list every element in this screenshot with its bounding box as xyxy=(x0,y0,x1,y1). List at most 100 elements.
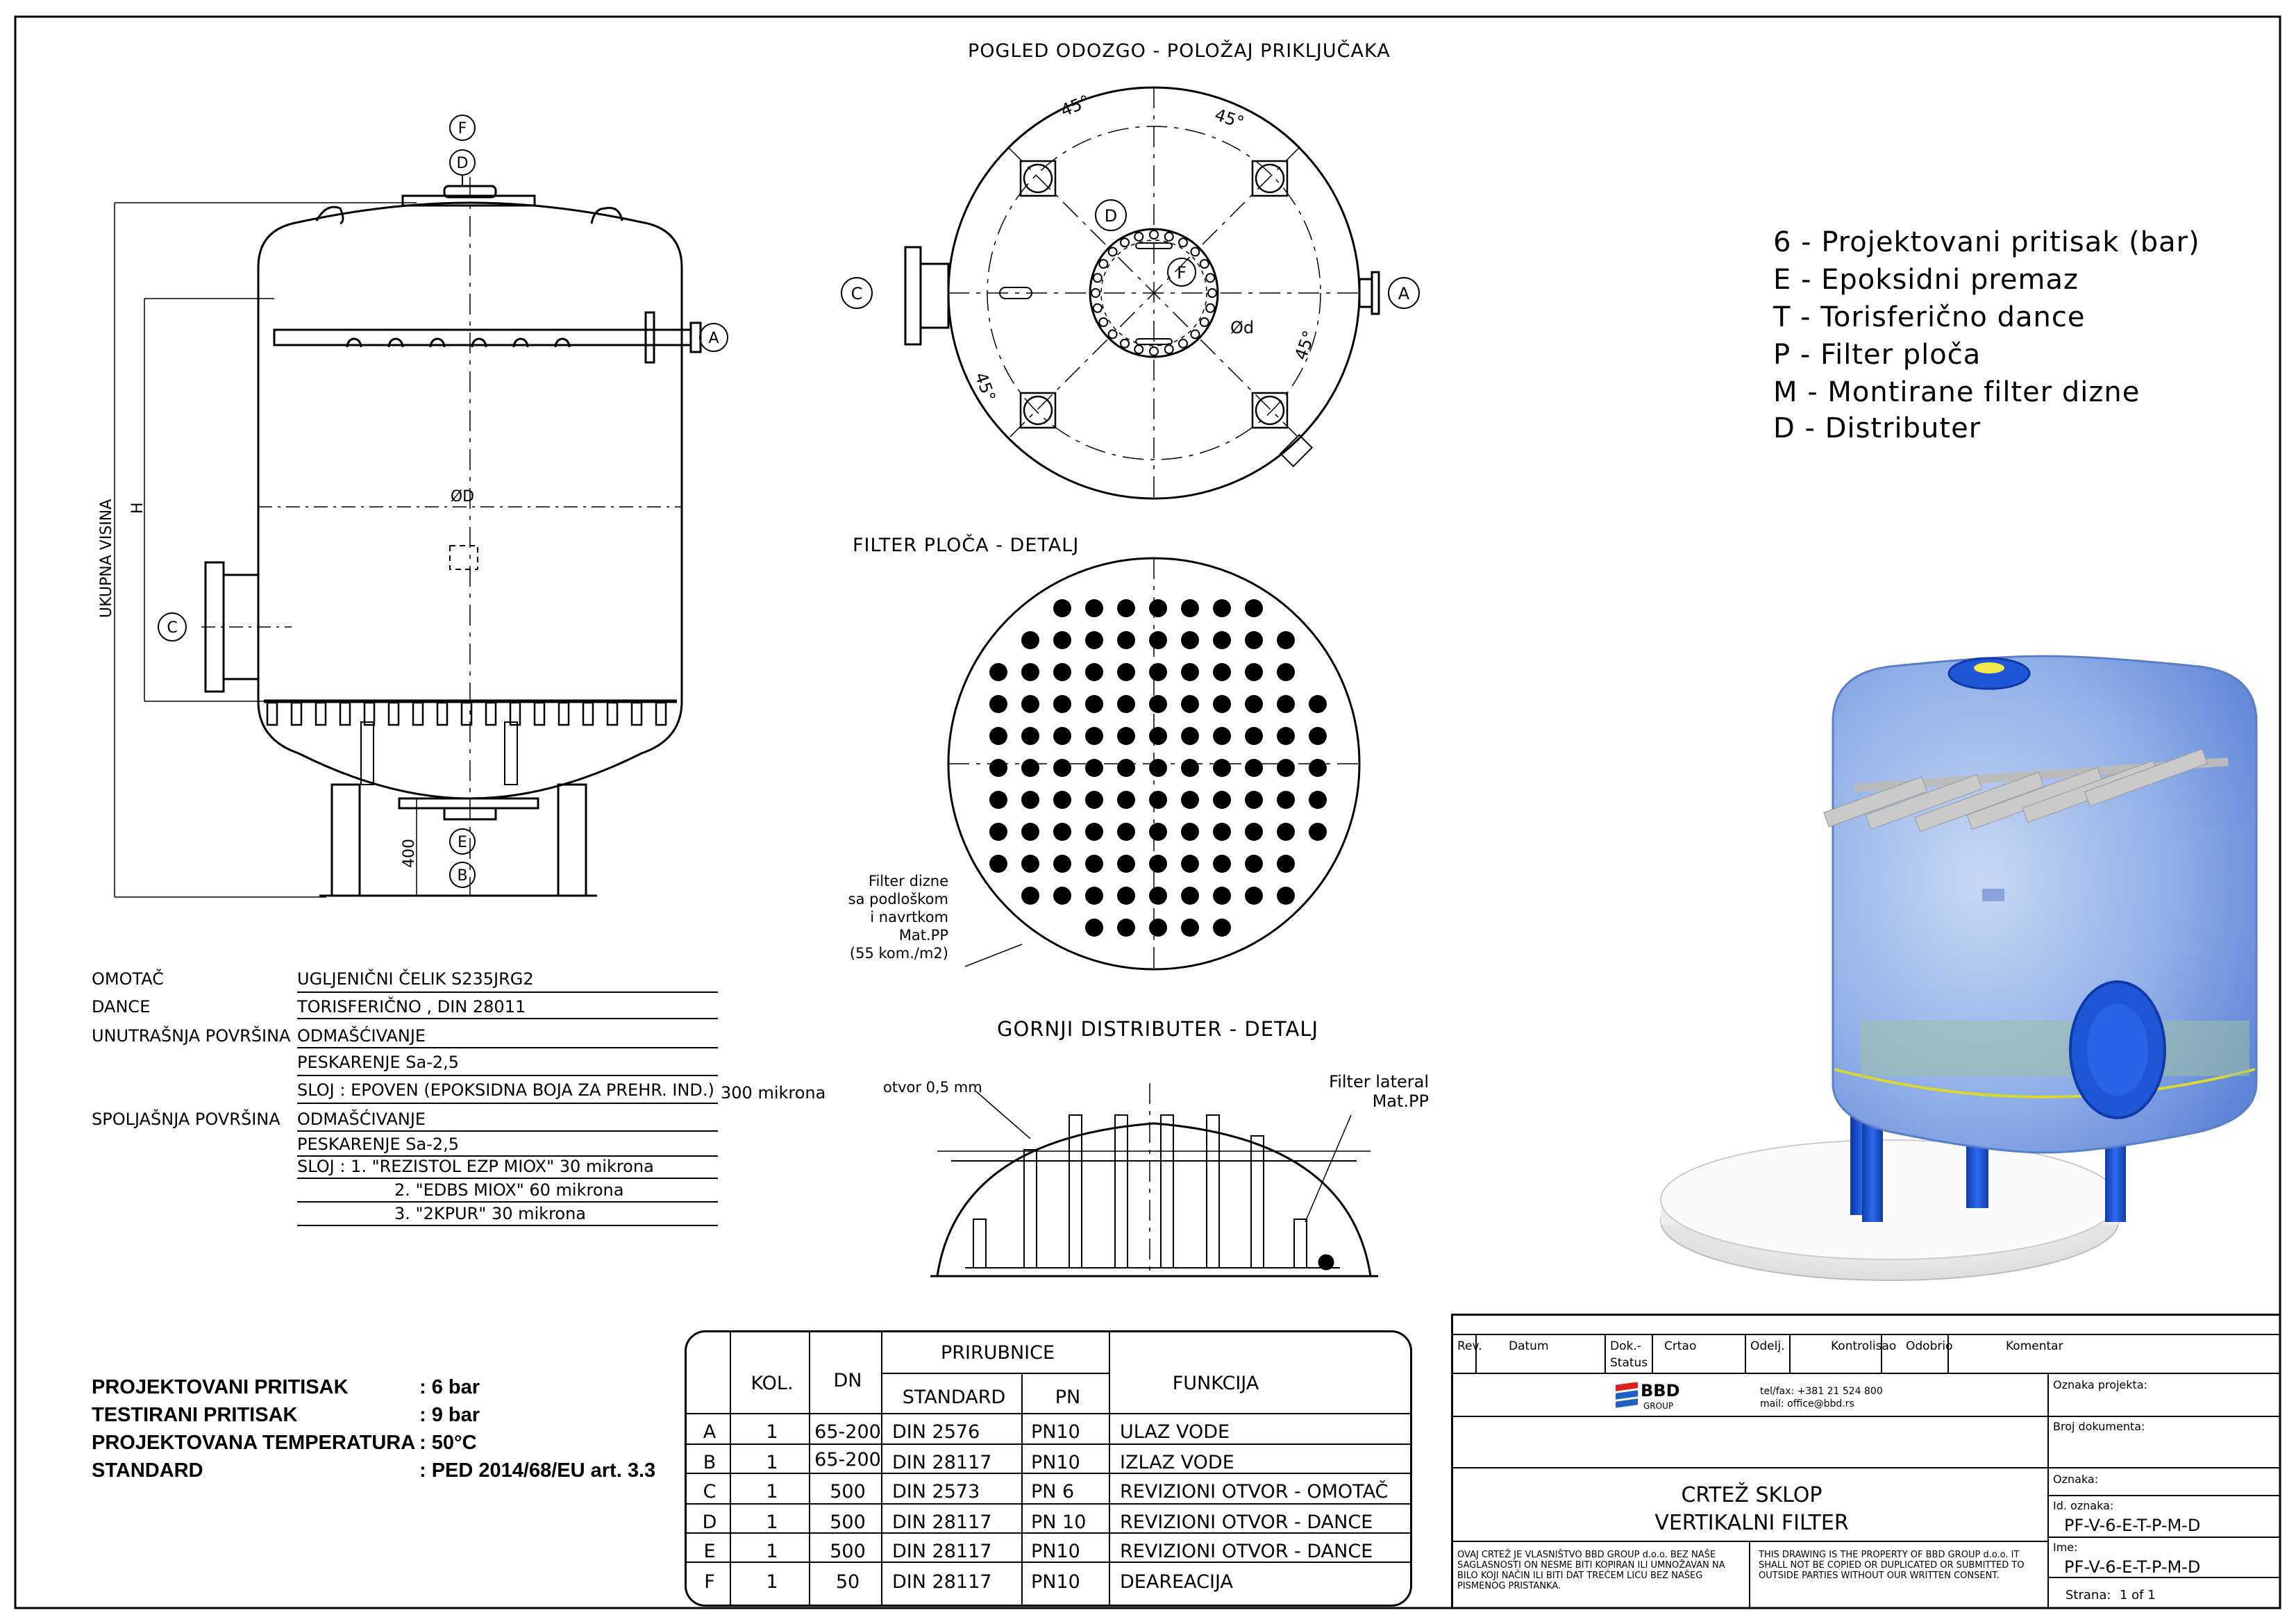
bolt-hole xyxy=(1199,259,1209,269)
strana-value: 1 of 1 xyxy=(2120,1588,2156,1602)
front-view-text: F D A C E B ØD UKUPNA VISINA H 400 xyxy=(98,120,719,885)
filter-nozzle-dot xyxy=(1277,759,1295,777)
spec-value: PESKARENJE Sa-2,5 xyxy=(297,1135,460,1154)
filter-nozzle-dot xyxy=(1053,855,1071,873)
filter-nozzle-dot xyxy=(989,663,1007,681)
filter-nozzle-dot xyxy=(1149,599,1167,617)
filter-nozzle-dot xyxy=(1245,887,1263,905)
bolt-hole xyxy=(1134,344,1144,355)
drawing-title-line2: VERTIKALNI FILTER xyxy=(1654,1511,1849,1535)
row-funkcija: DEAREACIJA xyxy=(1120,1571,1233,1593)
filter-nozzle-dot xyxy=(1053,791,1071,809)
bolt-hole xyxy=(1178,237,1188,248)
filter-nozzle-dot xyxy=(1213,791,1231,809)
filter-nozzle-dot xyxy=(1309,695,1327,713)
filter-nozzle-dot xyxy=(1053,759,1071,777)
filter-nozzle-dot xyxy=(1277,887,1295,905)
filter-nozzle-dot xyxy=(1021,855,1039,873)
tb-header-rev: Rev. xyxy=(1457,1339,1482,1353)
row-kol: 1 xyxy=(766,1541,778,1562)
angle-label-top-right: 45° xyxy=(1212,105,1246,133)
oznaka-label: Oznaka: xyxy=(2053,1473,2099,1486)
contact-tel: tel/fax: +381 21 524 800 xyxy=(1760,1386,1883,1397)
filter-nozzle-dot xyxy=(1181,919,1199,937)
ime-label: Ime: xyxy=(2053,1541,2078,1554)
filter-nozzle-dot xyxy=(1309,727,1327,745)
row-funkcija: REVIZIONI OTVOR - DANCE xyxy=(1120,1541,1373,1562)
filter-nozzle-dot xyxy=(989,759,1007,777)
angle-label-top-left: 45° xyxy=(1058,92,1093,121)
row-kol: 1 xyxy=(766,1452,778,1473)
tb-header-odobrio: Odobrio xyxy=(1906,1339,1953,1353)
nozzle-note-line: Filter dizne xyxy=(868,873,948,889)
row-standard: DIN 28117 xyxy=(892,1571,992,1593)
copyright-sr: OVAJ CRTEŽ JE VLASNIŠTVO BBD GROUP d.o.o… xyxy=(1457,1550,1725,1591)
col-header-prirubnice: PRIRUBNICE xyxy=(940,1342,1055,1364)
filter-nozzle-dot xyxy=(1309,759,1327,777)
filter-nozzle-dot xyxy=(1149,855,1167,873)
filter-nozzle-dot xyxy=(1085,631,1103,649)
filter-nozzle-dot xyxy=(1245,823,1263,841)
spec-label: UNUTRAŠNJA POVRŠINA xyxy=(92,1026,291,1046)
bolt-hole xyxy=(1107,329,1118,340)
lateral-note-line: Mat.PP xyxy=(1372,1091,1429,1111)
spec-value: UGLJENIČNI ČELIK S235JRG2 xyxy=(297,969,534,989)
filter-nozzle-dot xyxy=(1213,695,1231,713)
filter-nozzle-dot xyxy=(1085,599,1103,617)
filter-nozzle-dot xyxy=(1021,759,1039,777)
row-dn: 65-200 xyxy=(814,1421,881,1443)
filter-nozzle-dot xyxy=(1149,759,1167,777)
row-id: C xyxy=(703,1481,717,1502)
filter-nozzle-dot xyxy=(1181,887,1199,905)
tb-header-kontrolisao: Kontrolisao xyxy=(1831,1339,1897,1353)
row-kol: 1 xyxy=(766,1481,778,1502)
param-value: : 6 bar xyxy=(419,1376,480,1398)
row-standard: DIN 2573 xyxy=(892,1481,980,1502)
param-label: PROJEKTOVANI PRITISAK xyxy=(92,1376,349,1398)
row-standard: DIN 28117 xyxy=(892,1452,992,1473)
nozzle-label-b-front: B xyxy=(457,867,467,885)
filter-nozzle-dot xyxy=(1245,631,1263,649)
row-dn: 500 xyxy=(830,1512,866,1533)
dimension-h: H xyxy=(129,502,146,514)
filter-nozzle-dot xyxy=(989,727,1007,745)
bolt-hole xyxy=(1190,246,1200,257)
param-label: TESTIRANI PRITISAK xyxy=(92,1404,298,1426)
filter-nozzle-dot xyxy=(1085,919,1103,937)
drawing-title-line1: CRTEŽ SKLOP xyxy=(1681,1483,1822,1507)
nozzle-note-line: sa podloškom xyxy=(848,891,948,907)
filter-nozzle-dot xyxy=(1245,599,1263,617)
bolt-hole xyxy=(1107,246,1118,257)
legend-item: E - Epoksidni premaz xyxy=(1773,264,2079,296)
filter-nozzle-dot xyxy=(1213,631,1231,649)
filter-nozzle-dot xyxy=(1021,791,1039,809)
filter-nozzle-dot xyxy=(1085,791,1103,809)
front-view xyxy=(114,115,728,898)
row-kol: 1 xyxy=(766,1421,778,1443)
distributor-detail xyxy=(930,1083,1378,1278)
bolt-hole xyxy=(1120,237,1130,248)
nozzle-label-e-front: E xyxy=(458,834,467,851)
filter-nozzle-dot xyxy=(1181,823,1199,841)
row-id: F xyxy=(704,1571,715,1593)
filter-nozzle-dot xyxy=(1181,663,1199,681)
row-funkcija: REVIZIONI OTVOR - DANCE xyxy=(1120,1512,1373,1533)
filter-nozzle-dot xyxy=(1277,823,1295,841)
spec-value: ODMAŠĆIVANJE xyxy=(297,1110,426,1129)
filter-nozzle-dot xyxy=(1149,823,1167,841)
filter-nozzle-dot xyxy=(1021,887,1039,905)
tb-header-status: Status xyxy=(1610,1356,1648,1370)
dimension-bolt-circle: Ød xyxy=(1230,318,1254,337)
top-view xyxy=(841,86,1420,500)
connections-grid xyxy=(687,1332,1410,1605)
filter-nozzle-dot xyxy=(1149,727,1167,745)
filter-nozzle-dot xyxy=(1277,727,1295,745)
col-header-kol: KOL. xyxy=(751,1373,794,1394)
spec-value: 3. "2KPUR" 30 mikrona xyxy=(394,1204,587,1223)
spec-value: ODMAŠĆIVANJE xyxy=(297,1026,426,1046)
filter-nozzle-dot xyxy=(1245,663,1263,681)
title-block: Rev. Datum Dok.- Status Crtao Odelj. Kon… xyxy=(1451,1314,2280,1608)
title-block-grid xyxy=(1451,1334,2280,1608)
dimension-total-height: UKUPNA VISINA xyxy=(98,499,115,618)
row-funkcija: ULAZ VODE xyxy=(1120,1421,1230,1443)
